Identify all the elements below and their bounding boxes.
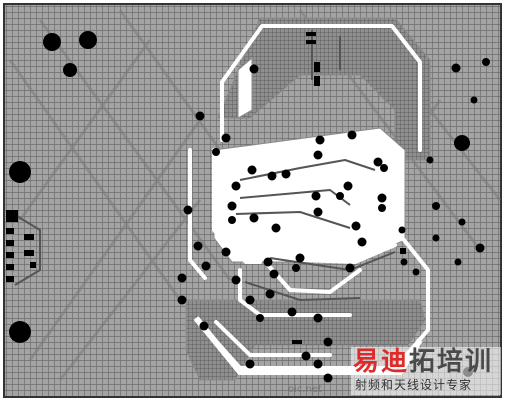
watermark-subtitle: 射频和天线设计专家 xyxy=(355,378,473,392)
board-outline xyxy=(3,3,502,398)
connector-pads xyxy=(6,210,36,282)
watermark-brand-gray: 拓培训 xyxy=(409,347,494,377)
watermark-left-text: oic.net xyxy=(288,384,322,395)
vias xyxy=(177,58,490,383)
watermark: 易迪拓培训 射频和天线设计专家 xyxy=(351,347,501,395)
watermark-brand: 易迪拓培训 xyxy=(353,347,493,377)
watermark-brand-red: 易迪 xyxy=(353,347,410,377)
component-pads xyxy=(292,32,406,344)
